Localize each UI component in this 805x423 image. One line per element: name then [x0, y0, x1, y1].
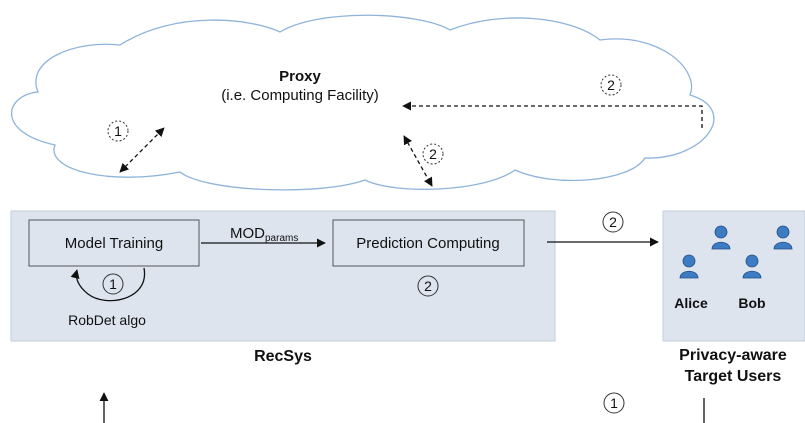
cloud-step1-circle: [107, 120, 129, 142]
user-icon-alice: [679, 254, 699, 279]
mod-main: MOD: [230, 225, 265, 242]
recsys-caption: RecSys: [254, 348, 312, 365]
prediction-step2-circle: [417, 275, 439, 297]
mod-params-label: MODparams: [230, 225, 298, 244]
cloud-step2-right-label: 2: [607, 77, 615, 93]
users-step2-label: 2: [609, 214, 617, 230]
cloud-step2-right-circle: [600, 74, 622, 96]
robdet-step1-label: 1: [109, 276, 117, 292]
cloud-step2-mid-label: 2: [429, 146, 437, 162]
user-alice-label: Alice: [674, 295, 708, 311]
prediction-step2-label: 2: [424, 278, 432, 294]
proxy-cloud: [10, 14, 715, 191]
users-caption-line2: Target Users: [685, 368, 782, 385]
user-icon-bob: [742, 254, 762, 279]
proxy-title: Proxy: [279, 68, 321, 85]
cloud-arrow-step2-mid: [403, 135, 433, 187]
bottom-step1-circle: [603, 392, 625, 414]
users-step2-circle: [602, 211, 624, 233]
model-training-label: Model Training: [65, 235, 163, 252]
user-bob-label: Bob: [738, 295, 765, 311]
model-training-box: [28, 219, 200, 267]
robdet-step1-circle: [102, 273, 124, 295]
robdet-loop: [70, 267, 146, 302]
cloud-step2-mid-circle: [422, 143, 444, 165]
cloud-arrow-step1: [119, 127, 165, 173]
mod-sub: params: [265, 233, 298, 244]
prediction-computing-label: Prediction Computing: [356, 235, 499, 252]
cloud-step1-label: 1: [114, 123, 122, 139]
cloud-arrow-step2-right: [402, 101, 703, 128]
bottom-step1-label: 1: [610, 395, 618, 411]
prediction-computing-box: [332, 219, 525, 267]
user-icon: [711, 225, 731, 250]
robdet-label: RobDet algo: [68, 312, 146, 328]
user-icon: [773, 225, 793, 250]
proxy-subtitle: (i.e. Computing Facility): [221, 87, 379, 104]
users-caption-line1: Privacy-aware: [679, 347, 787, 364]
